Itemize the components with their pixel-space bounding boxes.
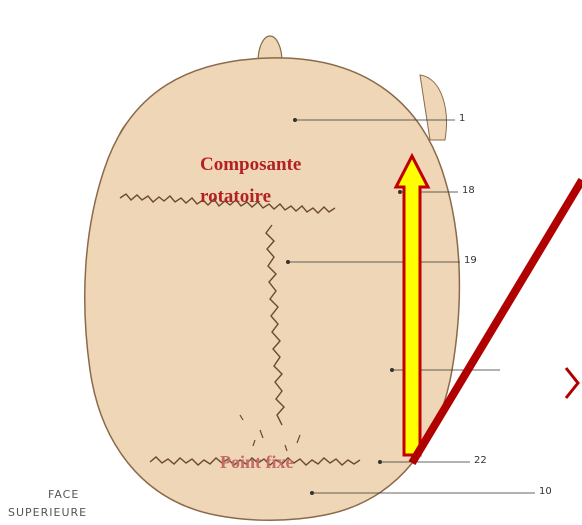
callout-number-22: 22 [474, 455, 487, 466]
rotational-component-label-line1: Composante [200, 154, 301, 176]
view-label-line1: FACE [48, 487, 79, 503]
fixed-point-label: Point fixe [220, 452, 294, 473]
angle-chevron [566, 368, 578, 398]
callout-number-10: 10 [539, 486, 552, 497]
callout-number-18: 18 [462, 185, 475, 196]
callout-number-1: 1 [459, 113, 465, 124]
callout-number-19: 19 [464, 255, 477, 266]
rotational-component-label-line2: rotatoire [200, 186, 271, 208]
view-label-line2: SUPERIEURE [8, 505, 87, 521]
